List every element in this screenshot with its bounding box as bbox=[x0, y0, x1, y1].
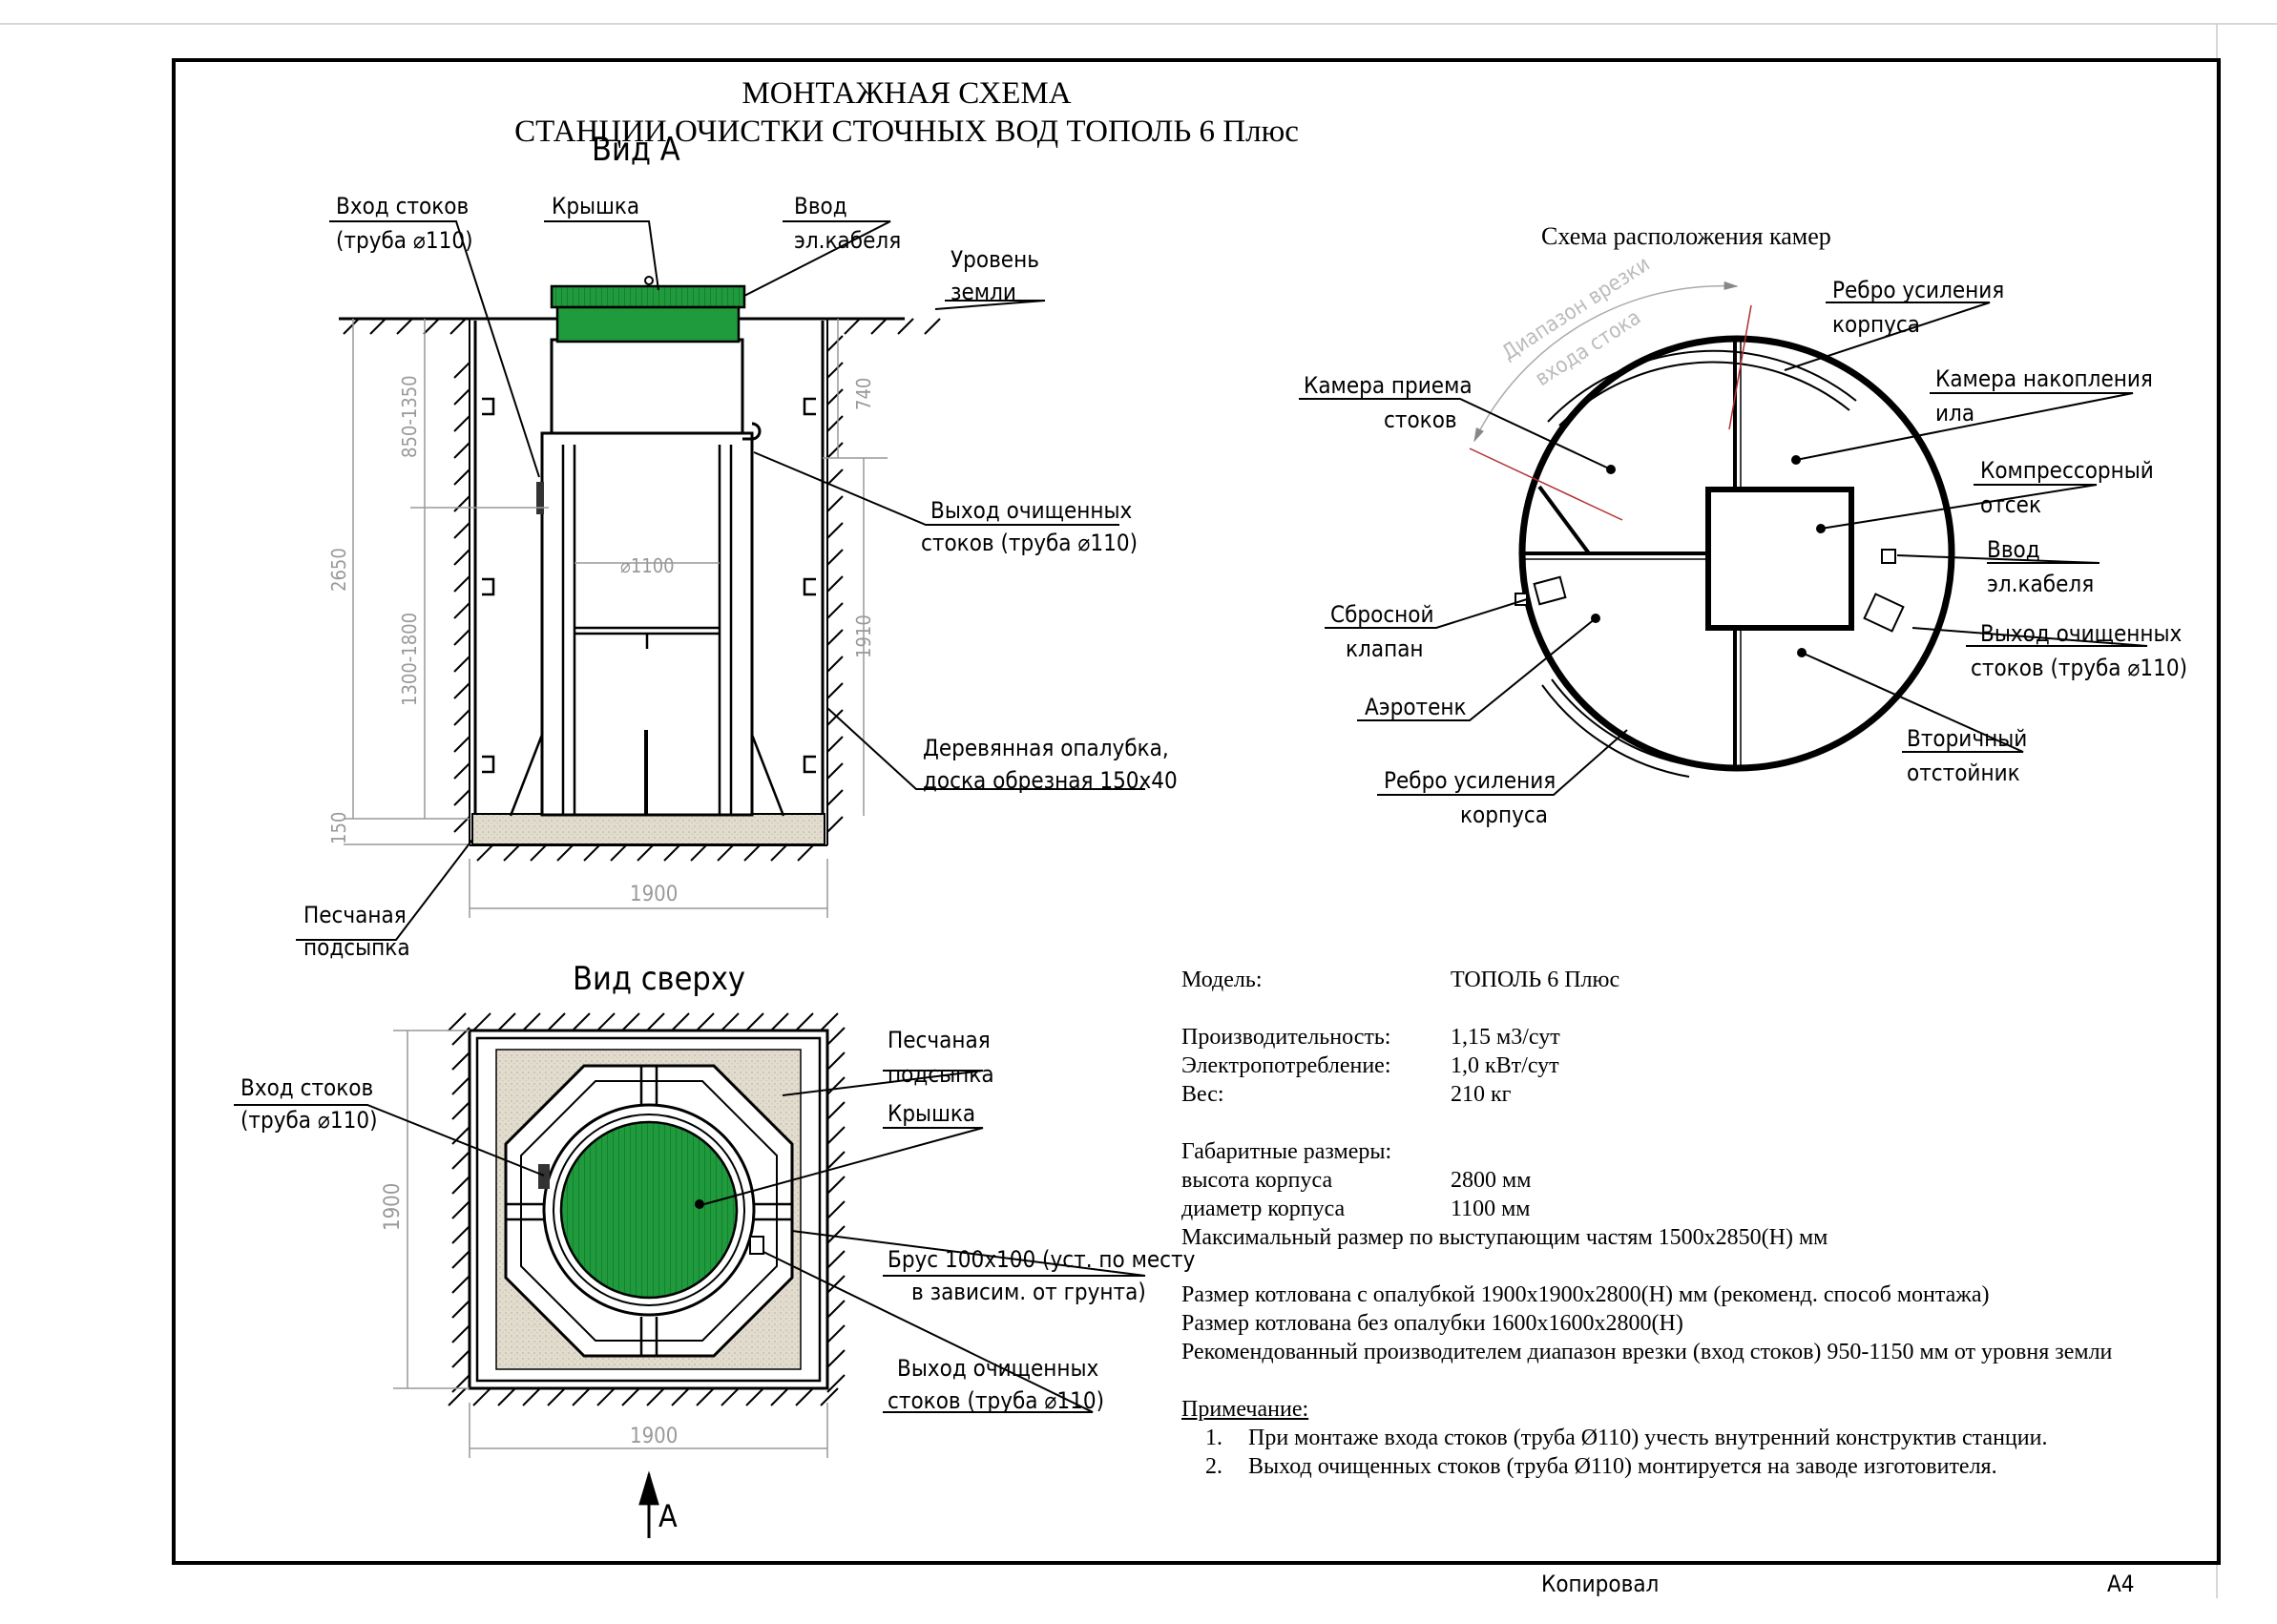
rib-top-label-1: Ребро усиления bbox=[1832, 277, 2004, 303]
note-number: 2. bbox=[1205, 1454, 1222, 1479]
compressor-label-1: Компрессорный bbox=[1980, 457, 2154, 484]
sand-bed bbox=[471, 813, 825, 845]
view-a-dimensions bbox=[344, 319, 888, 918]
relief-label-1: Сбросной bbox=[1330, 601, 1434, 628]
receive-label-1: Камера приема bbox=[1304, 372, 1473, 399]
view-a-sand-label-2: подсыпка bbox=[303, 934, 410, 961]
lid-section bbox=[550, 284, 746, 309]
top-view-beam-label-1: Брус 100х100 (уст. по месту bbox=[888, 1246, 1196, 1273]
secondary-label-1: Вторичный bbox=[1907, 725, 2027, 752]
note-number: 1. bbox=[1205, 1426, 1222, 1450]
rib-bottom-label-1: Ребро усиления bbox=[1384, 767, 1556, 794]
view-a-heading: Вид А bbox=[592, 131, 680, 169]
compressor-label-2: отсек bbox=[1980, 491, 2041, 518]
relief-label-2: клапан bbox=[1346, 635, 1424, 662]
chamber-cable-label-2: эл.кабеля bbox=[1987, 571, 2094, 597]
secondary-label-2: отстойник bbox=[1907, 760, 2020, 786]
footer-format: А4 bbox=[2107, 1571, 2135, 1597]
aerotank-label: Аэротенк bbox=[1365, 694, 1467, 720]
note-item: 1. При монтаже входа стоков (труба Ø110) … bbox=[1181, 1424, 2112, 1452]
spec-pit-with: Размер котлована с опалубкой 1900х1900х2… bbox=[1181, 1282, 1990, 1307]
footer-copied: Копировал bbox=[1541, 1571, 1659, 1597]
chamber-scheme bbox=[1299, 281, 2148, 796]
section-arrow-label: А bbox=[658, 1498, 678, 1534]
note-title: Примечание: bbox=[1181, 1397, 1309, 1422]
specs-block: Модель: ТОПОЛЬ 6 Плюс Производительность:… bbox=[1181, 966, 2112, 1481]
dim-1910: 1910 bbox=[852, 614, 875, 658]
top-view-sand-label-2: подсыпка bbox=[888, 1061, 994, 1088]
view-a-formwork-label-1: Деревянная опалубка, bbox=[923, 735, 1169, 761]
note-text: Выход очищенных стоков (труба Ø110) монт… bbox=[1248, 1454, 1997, 1479]
receive-label-2: стоков bbox=[1384, 406, 1457, 433]
note-text: При монтаже входа стоков (труба Ø110) уч… bbox=[1248, 1426, 2048, 1450]
view-a-sand-label-1: Песчаная bbox=[303, 902, 407, 928]
note-item: 2. Выход очищенных стоков (труба Ø110) мо… bbox=[1181, 1452, 2112, 1481]
top-view-heading: Вид сверху bbox=[573, 960, 745, 998]
spec-productivity-value: 1,15 м3/сут bbox=[1451, 1025, 1560, 1050]
dim-2650: 2650 bbox=[327, 548, 350, 592]
sludge-label-2: ила bbox=[1935, 400, 1974, 427]
top-view-outlet-label-2: стоков (труба ⌀110) bbox=[888, 1387, 1104, 1414]
top-view bbox=[234, 1012, 1146, 1538]
dim-740: 740 bbox=[852, 378, 875, 410]
spec-dims-title: Габаритные размеры: bbox=[1181, 1139, 1392, 1164]
spec-model-value: ТОПОЛЬ 6 Плюс bbox=[1451, 968, 1620, 992]
view-a-outlet-label-2: стоков (труба ⌀110) bbox=[921, 530, 1138, 556]
spec-power-value: 1,0 кВт/сут bbox=[1451, 1053, 1559, 1078]
spec-weight-value: 210 кг bbox=[1451, 1082, 1512, 1107]
spec-pit-without: Размер котлована без опалубки 1600х1600х… bbox=[1181, 1311, 1683, 1336]
top-view-beam-label-2: в зависим. от грунта) bbox=[911, 1279, 1146, 1305]
spec-recommended: Рекомендованный производителем диапазон … bbox=[1181, 1340, 2113, 1364]
lid-top bbox=[559, 1120, 739, 1300]
view-a-cable-label-1: Ввод bbox=[794, 193, 847, 219]
spec-height-value: 2800 мм bbox=[1451, 1168, 1532, 1193]
spec-max-size: Максимальный размер по выступающим частя… bbox=[1181, 1225, 1828, 1250]
top-view-inlet-label-1: Вход стоков bbox=[240, 1074, 373, 1101]
view-a-ground-label-1: Уровень bbox=[950, 246, 1039, 273]
chamber-outlet-label-1: Выход очищенных bbox=[1980, 620, 2183, 647]
sheet-frame bbox=[0, 23, 2277, 1598]
title-line-1: МОНТАЖНАЯ СХЕМА bbox=[742, 76, 1072, 111]
spec-weight-label: Вес: bbox=[1181, 1082, 1224, 1107]
view-a-formwork-label-2: доска обрезная 150х40 bbox=[923, 767, 1178, 794]
title-line-2: СТАНЦИИ ОЧИСТКИ СТОЧНЫХ ВОД ТОПОЛЬ 6 Плю… bbox=[514, 115, 1299, 149]
view-a-cable-label-2: эл.кабеля bbox=[794, 227, 901, 254]
dim-1900-a: 1900 bbox=[630, 883, 678, 906]
notes-list: 1. При монтаже входа стоков (труба Ø110) … bbox=[1181, 1424, 2112, 1481]
chamber-outlet-label-2: стоков (труба ⌀110) bbox=[1971, 655, 2187, 681]
spec-productivity-label: Производительность: bbox=[1181, 1025, 1391, 1050]
dim-1900-bottom: 1900 bbox=[630, 1425, 678, 1448]
dim-phi1100: ⌀1100 bbox=[620, 554, 675, 577]
top-view-lid-label: Крышка bbox=[888, 1100, 975, 1127]
view-a-inlet-label-1: Вход стоков bbox=[336, 193, 469, 219]
chamber-heading: Схема расположения камер bbox=[1541, 222, 1831, 250]
view-a-ground-label-2: земли bbox=[950, 279, 1016, 305]
spec-power-label: Электропотребление: bbox=[1181, 1053, 1391, 1078]
spec-diameter-label: диаметр корпуса bbox=[1181, 1197, 1346, 1221]
spec-height-label: высота корпуса bbox=[1181, 1168, 1333, 1193]
sludge-label-1: Камера накопления bbox=[1935, 365, 2153, 392]
dim-1300-1800: 1300-1800 bbox=[398, 613, 421, 706]
rib-top-label-2: корпуса bbox=[1832, 311, 1920, 338]
view-a-lid-label: Крышка bbox=[552, 193, 639, 219]
dim-850-1350: 850-1350 bbox=[398, 375, 421, 458]
dim-1900-side: 1900 bbox=[381, 1183, 405, 1231]
view-a-outlet-label-1: Выход очищенных bbox=[930, 497, 1133, 524]
top-view-outlet-label-1: Выход очищенных bbox=[897, 1355, 1099, 1382]
top-view-inlet-label-2: (труба ⌀110) bbox=[240, 1107, 378, 1134]
spec-diameter-value: 1100 мм bbox=[1451, 1197, 1531, 1221]
chamber-cable-label-1: Ввод bbox=[1987, 536, 2040, 563]
dim-150: 150 bbox=[327, 812, 350, 844]
view-a-inlet-label-2: (труба ⌀110) bbox=[336, 227, 473, 254]
rib-bottom-label-2: корпуса bbox=[1460, 802, 1548, 828]
spec-model-label: Модель: bbox=[1181, 968, 1263, 992]
top-view-sand-label-1: Песчаная bbox=[888, 1027, 991, 1053]
view-a-section bbox=[296, 220, 1145, 941]
